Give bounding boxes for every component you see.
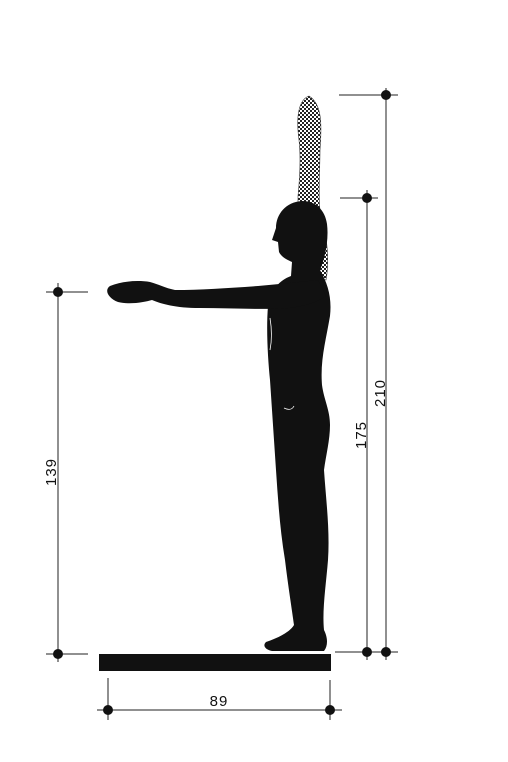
forward-reach-height-label: 139 <box>43 458 60 486</box>
dimension-body-height: 175 <box>335 190 378 660</box>
floor-plate <box>99 654 331 671</box>
overall-reach-label: 210 <box>372 379 389 407</box>
dimension-forward-reach-depth: 89 <box>97 678 342 720</box>
dimension-forward-reach-height: 139 <box>43 283 88 662</box>
forward-reach-depth-label: 89 <box>210 693 229 710</box>
body-height-label: 175 <box>353 421 370 449</box>
dimension-overall-reach: 210 <box>339 88 398 660</box>
human-silhouette <box>107 201 331 651</box>
